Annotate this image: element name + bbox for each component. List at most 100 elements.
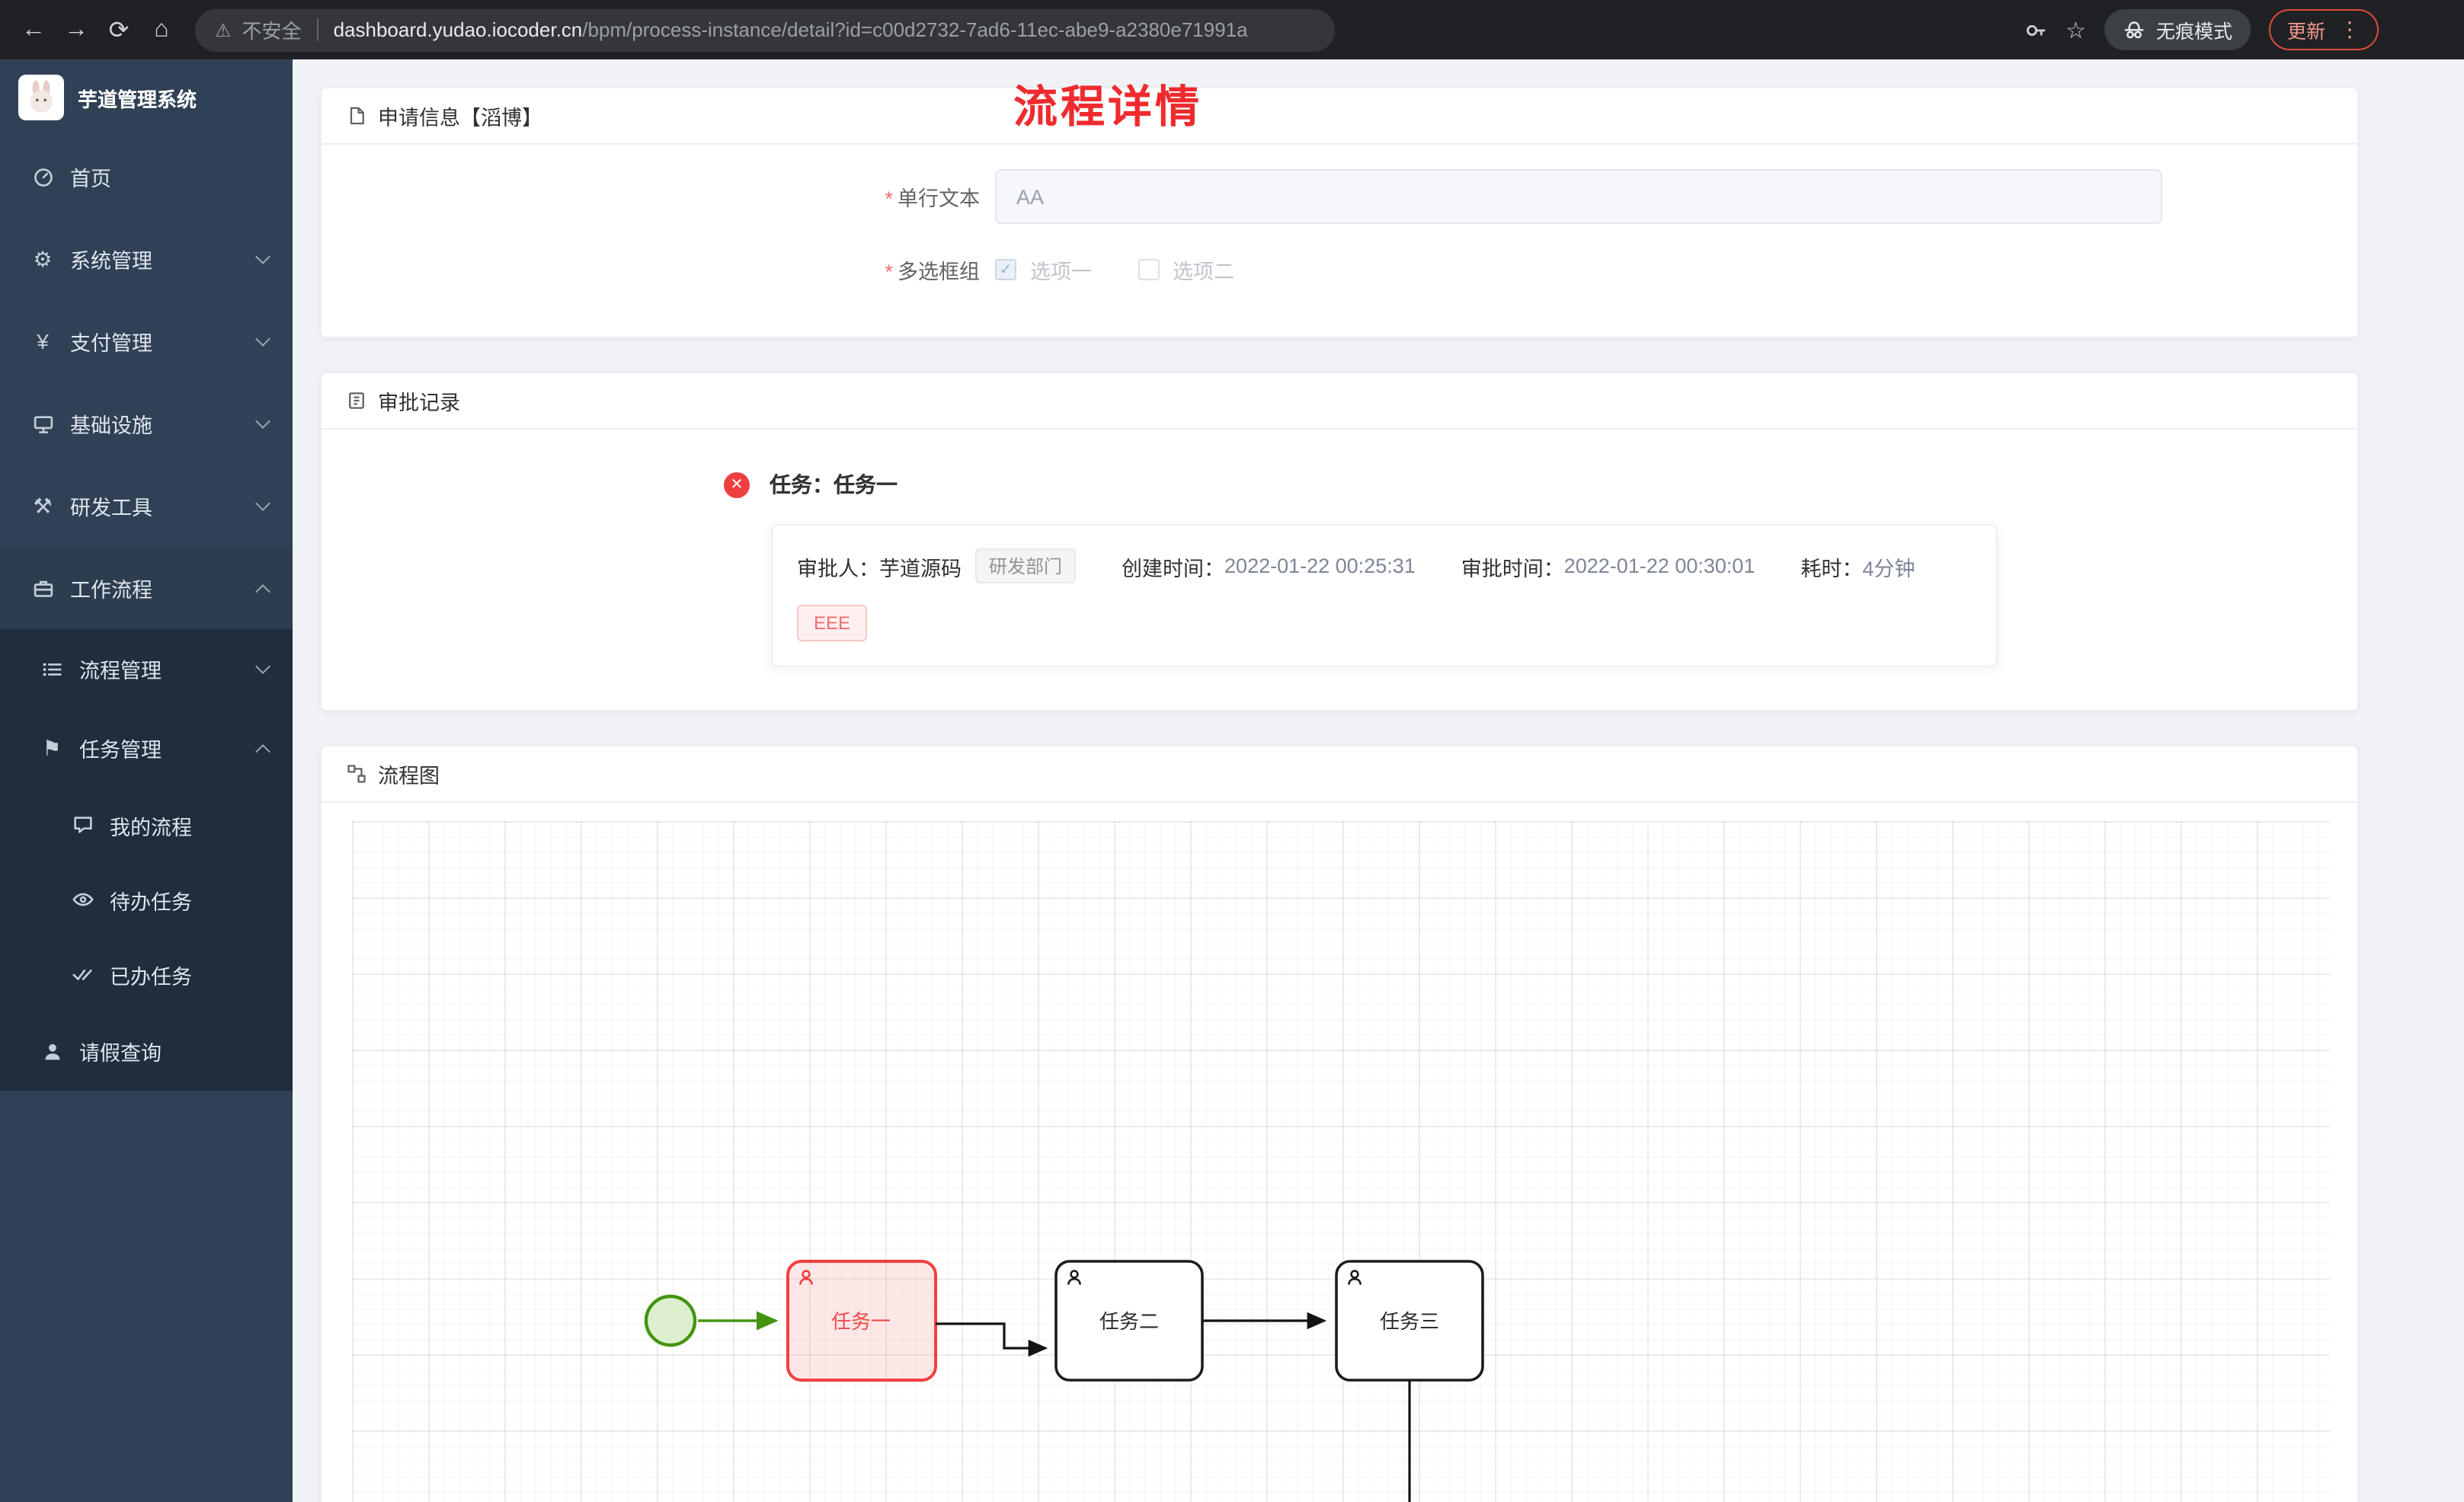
checkbox-unchecked-icon [1138, 259, 1159, 280]
chevron-down-icon [255, 331, 270, 347]
briefcase-icon [30, 577, 55, 599]
sidebar-item-task-management[interactable]: ⚑ 任务管理 [0, 708, 293, 788]
approved-time-value: 2022-01-22 00:30:01 [1563, 554, 1755, 577]
created-time-group: 创建时间： 2022-01-22 00:25:31 [1122, 551, 1416, 581]
sidebar-item-infrastructure[interactable]: 基础设施 [0, 382, 293, 465]
omnibox-divider [316, 18, 318, 41]
home-icon[interactable]: ⌂ [154, 16, 169, 42]
created-time-label: 创建时间： [1122, 557, 1225, 580]
text-field-row: *单行文本 [843, 169, 2357, 224]
incognito-label: 无痕模式 [2155, 21, 2232, 43]
sidebar-item-label: 研发工具 [70, 497, 152, 519]
process-diagram-card-header: 流程图 [322, 746, 2357, 803]
chevron-up-icon [255, 743, 270, 759]
approval-records-card-header: 审批记录 [322, 373, 2357, 430]
app-logo-link[interactable]: 芋道管理系统 [0, 59, 293, 136]
chevron-down-icon [255, 659, 270, 674]
department-tag: 研发部门 [975, 548, 1077, 583]
checkbox-option-1[interactable]: ✓ 选项一 [995, 254, 1092, 285]
approval-detail-box: 审批人： 芋道源码 研发部门 创建时间： 2022-01-22 00:25:31… [771, 524, 1998, 667]
tools-icon: ⚒ [33, 493, 53, 517]
clipboard-icon [346, 390, 367, 411]
sidebar-item-system-management[interactable]: ⚙ 系统管理 [0, 218, 293, 300]
yen-icon: ¥ [37, 329, 49, 353]
sidebar-item-label: 支付管理 [70, 332, 152, 355]
sidebar-item-payment-management[interactable]: ¥ 支付管理 [0, 300, 293, 382]
diagram-body: 任务一 任务二 [322, 803, 2357, 1502]
sidebar-item-label: 流程管理 [79, 660, 162, 682]
bpmn-task-label: 任务一 [831, 1310, 891, 1333]
incognito-icon [2124, 21, 2144, 39]
card-title: 流程图 [378, 765, 440, 788]
bpmn-task-1[interactable]: 任务一 [786, 1260, 937, 1382]
not-secure-warning-icon: ⚠ [215, 19, 232, 40]
checkbox-option-label: 选项二 [1173, 260, 1234, 283]
duration-group: 耗时： 4分钟 [1800, 551, 1915, 581]
monitor-icon [30, 412, 55, 435]
reload-icon[interactable]: ⟳ [108, 18, 130, 43]
approved-time-label: 审批时间： [1461, 557, 1564, 580]
sidebar-item-pending-tasks[interactable]: 待办任务 [0, 862, 293, 937]
chevron-down-icon [255, 496, 270, 511]
task-management-submenu: 我的流程 待办任务 已办任务 [0, 788, 293, 1011]
sidebar-item-label: 待办任务 [110, 890, 192, 913]
sidebar-item-home[interactable]: 首页 [0, 136, 293, 218]
task-row: ✕ 任务：任务一 [724, 469, 2357, 500]
card-title: 申请信息【滔博】 [378, 107, 542, 129]
app-title: 芋道管理系统 [78, 88, 197, 110]
approval-records-card: 审批记录 ✕ 任务：任务一 审批人： 芋道源码 研 [320, 372, 2359, 711]
sidebar-item-label: 已办任务 [110, 965, 192, 988]
sidebar-item-label: 我的流程 [110, 816, 192, 839]
sidebar-item-my-processes[interactable]: 我的流程 [0, 788, 293, 862]
sidebar-item-leave-query[interactable]: 请假查询 [0, 1011, 293, 1091]
url-path: /bpm/process-instance/detail?id=c00d2732… [582, 18, 1248, 41]
bpmn-start-event[interactable] [644, 1294, 697, 1347]
back-icon[interactable]: ← [21, 16, 46, 42]
sidebar-item-label: 请假查询 [79, 1042, 162, 1065]
checkbox-option-label: 选项一 [1030, 260, 1092, 283]
approval-timeline: ✕ 任务：任务一 审批人： 芋道源码 研发部门 [322, 430, 2357, 710]
address-bar[interactable]: ⚠ 不安全 dashboard.yudao.iocoder.cn/bpm/pro… [195, 8, 1335, 51]
main-content: 流程详情 申请信息【滔博】 *单行文本 [293, 59, 2464, 1502]
approval-comment-tag: EEE [797, 605, 868, 641]
bookmark-star-icon[interactable]: ☆ [2066, 18, 2086, 43]
card-title: 审批记录 [378, 391, 460, 414]
flag-icon: ⚑ [42, 735, 62, 759]
sidebar-item-label: 基础设施 [70, 414, 152, 437]
checkbox-option-2[interactable]: 选项二 [1138, 254, 1234, 285]
menu-dots-icon[interactable]: ⋮ [2339, 17, 2360, 41]
duration-label: 耗时： [1800, 557, 1863, 580]
update-button[interactable]: 更新 ⋮ [2268, 9, 2379, 50]
sidebar: 芋道管理系统 首页 ⚙ 系统管理 ¥ 支付管理 [0, 59, 293, 1502]
application-info-card-header: 申请信息【滔博】 [322, 88, 2357, 145]
application-form: *单行文本 *多选框组 ✓ 选项一 [322, 145, 2357, 337]
double-check-icon [70, 963, 94, 986]
required-marker: * [885, 187, 893, 210]
forward-icon[interactable]: → [64, 16, 88, 42]
created-time-value: 2022-01-22 00:25:31 [1224, 554, 1416, 577]
list-icon [40, 657, 64, 680]
chat-bubble-icon [70, 813, 94, 836]
sidebar-item-label: 首页 [70, 168, 111, 190]
sidebar-item-label: 系统管理 [70, 250, 152, 273]
dashboard-icon [30, 165, 55, 188]
key-icon[interactable] [2023, 18, 2047, 42]
url-text: dashboard.yudao.iocoder.cn/bpm/process-i… [334, 18, 1248, 41]
sidebar-item-workflow[interactable]: 工作流程 [0, 547, 293, 629]
sidebar-item-dev-tools[interactable]: ⚒ 研发工具 [0, 465, 293, 547]
approver-label: 审批人： [797, 557, 879, 580]
bpmn-flow-task1-task2 [936, 1322, 1048, 1357]
single-line-text-input[interactable] [995, 169, 2162, 224]
approved-time-group: 审批时间： 2022-01-22 00:30:01 [1461, 551, 1755, 581]
bpmn-task-3[interactable]: 任务三 [1335, 1260, 1484, 1382]
bpmn-canvas: 任务一 任务二 [352, 821, 2330, 1502]
sidebar-item-done-tasks[interactable]: 已办任务 [0, 937, 293, 1011]
checkbox-field-label: *多选框组 [885, 260, 980, 283]
bpmn-task-2[interactable]: 任务二 [1054, 1260, 1204, 1382]
bpmn-task-label: 任务三 [1380, 1310, 1439, 1333]
sidebar-item-process-management[interactable]: 流程管理 [0, 629, 293, 708]
sidebar-item-label: 工作流程 [70, 579, 152, 602]
task-title: 任务：任务一 [770, 472, 898, 497]
chevron-down-icon [255, 249, 270, 264]
